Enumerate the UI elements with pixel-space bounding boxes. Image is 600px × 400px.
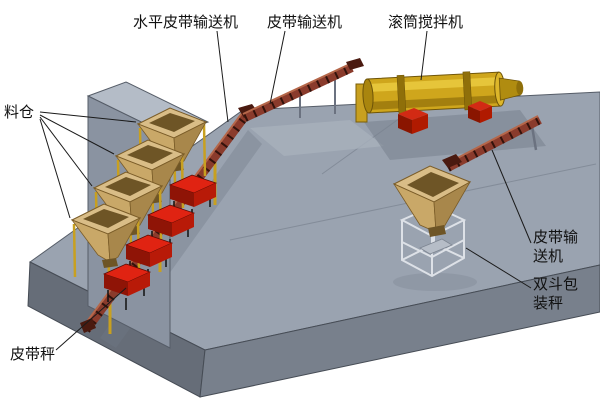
drum-left-cap bbox=[362, 78, 374, 114]
belt-scale-feeder-4 bbox=[102, 263, 152, 310]
leader-lines bbox=[39, 30, 532, 351]
packing-hopper-inner bbox=[407, 172, 459, 197]
feeder-front bbox=[126, 245, 150, 267]
feeder-side bbox=[150, 243, 172, 267]
weigh-box bbox=[419, 238, 453, 255]
hopper-inner bbox=[127, 145, 173, 164]
support-side bbox=[412, 114, 428, 134]
belt-scale-feeder-2 bbox=[146, 204, 196, 251]
feeder-front bbox=[148, 215, 172, 237]
tail-pulley bbox=[80, 318, 96, 333]
conveyor-lattice bbox=[446, 116, 542, 172]
leader-horizontal-belt-conveyor bbox=[216, 30, 229, 123]
leader-silo-1 bbox=[39, 111, 137, 123]
labels: 水平皮带输送机 皮带输送机 滚筒搅拌机 料仓 皮带输 送机 双斗包 装秤 皮带秤 bbox=[4, 13, 578, 363]
platform-light-panel bbox=[250, 120, 384, 156]
hopper-inner bbox=[83, 209, 129, 228]
label-belt-scale: 皮带秤 bbox=[10, 345, 55, 363]
stand-shadow bbox=[393, 273, 477, 291]
leader-silo-3 bbox=[39, 116, 93, 187]
conveyor-legs bbox=[299, 80, 336, 118]
belt-scale-feeder-1 bbox=[168, 174, 218, 221]
feeder-side bbox=[194, 183, 216, 207]
hopper-spout bbox=[102, 258, 118, 268]
label-belt-conveyor-right-line2: 送机 bbox=[533, 247, 563, 265]
leader-belt-scale bbox=[55, 287, 127, 351]
leader-silo-4 bbox=[39, 118, 71, 219]
conveyor-top-rail bbox=[445, 115, 539, 165]
label-packing-scale-line2: 装秤 bbox=[533, 294, 563, 312]
feeder-front bbox=[170, 185, 194, 207]
drum-mixer bbox=[355, 71, 524, 134]
label-horizontal-belt-conveyor: 水平皮带输送机 bbox=[133, 13, 238, 31]
conveyor-leg bbox=[530, 125, 538, 151]
leader-packing-scale bbox=[465, 247, 532, 289]
transfer-chute bbox=[442, 154, 462, 168]
conveyor-top-rail bbox=[242, 63, 351, 115]
head-pulley bbox=[346, 58, 364, 70]
double-hopper-packing-scale bbox=[392, 165, 477, 291]
hopper-funnel-right bbox=[107, 217, 141, 263]
platform bbox=[27, 91, 600, 398]
label-belt-conveyor-top: 皮带输送机 bbox=[267, 13, 342, 31]
platform-front-right-face bbox=[199, 264, 600, 398]
conveyor-frame bbox=[243, 64, 354, 122]
right-belt-conveyor bbox=[442, 115, 542, 172]
support-top bbox=[398, 108, 428, 120]
label-silo: 料仓 bbox=[4, 103, 34, 121]
feeder-side bbox=[172, 213, 194, 237]
hopper-inner bbox=[149, 113, 195, 132]
drum-discharge-end bbox=[516, 81, 524, 96]
leader-belt-conveyor-right bbox=[491, 149, 532, 244]
inclined-belt-conveyor bbox=[242, 58, 364, 122]
feeder-side bbox=[128, 272, 150, 296]
silo-hopper-4 bbox=[70, 203, 142, 281]
support-front bbox=[398, 114, 412, 134]
feeder-front bbox=[104, 274, 128, 296]
support-front bbox=[468, 106, 480, 123]
mixer-support-right bbox=[468, 101, 492, 123]
hopper-inner bbox=[105, 177, 151, 196]
label-packing-scale-line1: 双斗包 bbox=[533, 275, 578, 293]
leader-belt-conveyor-top bbox=[269, 30, 286, 105]
mixer-support-left bbox=[398, 108, 428, 134]
support-side bbox=[480, 106, 492, 123]
silo-hoppers bbox=[70, 107, 208, 281]
belt-scale-feeders bbox=[102, 174, 218, 310]
label-belt-conveyor-right-line1: 皮带输 bbox=[533, 228, 578, 246]
label-drum-mixer: 滚筒搅拌机 bbox=[388, 13, 463, 31]
leader-drum-mixer bbox=[420, 30, 428, 81]
leader-silo-2 bbox=[39, 114, 115, 155]
packing-hopper-spout bbox=[428, 225, 446, 237]
